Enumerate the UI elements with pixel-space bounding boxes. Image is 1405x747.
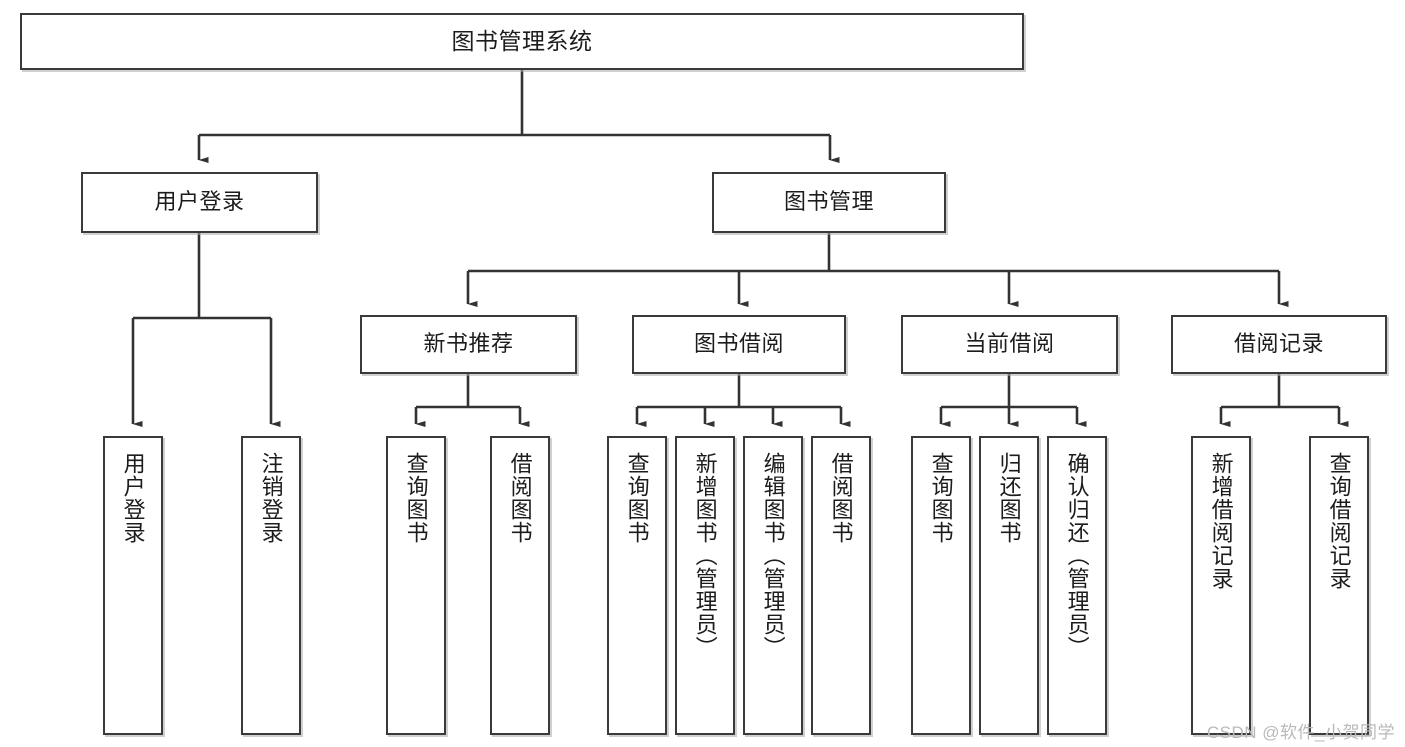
leaf-query-book-3-label: 查询图书 bbox=[928, 452, 954, 544]
node-book-management[interactable]: 图书管理 bbox=[712, 172, 946, 233]
node-new-book-recommend-label: 新书推荐 bbox=[423, 331, 514, 357]
leaf-borrow-book-2[interactable]: 借阅图书 bbox=[811, 436, 871, 735]
leaf-query-record[interactable]: 查询借阅记录 bbox=[1309, 436, 1369, 735]
leaf-borrow-book-1[interactable]: 借阅图书 bbox=[490, 436, 550, 735]
leaf-user-login-label: 用户登录 bbox=[120, 452, 146, 544]
watermark: CSDN @软件_小贺同学 bbox=[1206, 723, 1395, 742]
node-current-borrow-label: 当前借阅 bbox=[964, 331, 1055, 357]
leaf-add-record-label: 新增借阅记录 bbox=[1208, 452, 1234, 590]
leaf-add-book-label: 新增图书（管理员） bbox=[692, 452, 718, 659]
node-borrow-record[interactable]: 借阅记录 bbox=[1171, 315, 1387, 374]
leaf-borrow-book-2-label: 借阅图书 bbox=[828, 452, 854, 544]
node-new-book-recommend[interactable]: 新书推荐 bbox=[360, 315, 577, 374]
node-book-management-label: 图书管理 bbox=[783, 189, 874, 215]
node-book-borrow-label: 图书借阅 bbox=[693, 331, 784, 357]
leaf-add-record[interactable]: 新增借阅记录 bbox=[1191, 436, 1251, 735]
leaf-query-book-2[interactable]: 查询图书 bbox=[607, 436, 667, 735]
leaf-user-login[interactable]: 用户登录 bbox=[103, 436, 163, 735]
leaf-confirm-return[interactable]: 确认归还（管理员） bbox=[1047, 436, 1107, 735]
node-user-login[interactable]: 用户登录 bbox=[81, 172, 318, 233]
node-borrow-record-label: 借阅记录 bbox=[1233, 331, 1324, 357]
leaf-return-book[interactable]: 归还图书 bbox=[979, 436, 1039, 735]
leaf-query-book-2-label: 查询图书 bbox=[624, 452, 650, 544]
leaf-edit-book-label: 编辑图书（管理员） bbox=[760, 452, 786, 659]
leaf-query-record-label: 查询借阅记录 bbox=[1326, 452, 1352, 590]
node-current-borrow[interactable]: 当前借阅 bbox=[901, 315, 1118, 374]
leaf-confirm-return-label: 确认归还（管理员） bbox=[1064, 452, 1090, 659]
leaf-user-logout[interactable]: 注销登录 bbox=[241, 436, 301, 735]
leaf-return-book-label: 归还图书 bbox=[996, 452, 1022, 544]
node-root-label: 图书管理系统 bbox=[451, 27, 593, 54]
node-user-login-label: 用户登录 bbox=[154, 189, 245, 215]
node-root[interactable]: 图书管理系统 bbox=[20, 13, 1024, 70]
leaf-edit-book[interactable]: 编辑图书（管理员） bbox=[743, 436, 803, 735]
leaf-query-book-3[interactable]: 查询图书 bbox=[911, 436, 971, 735]
node-book-borrow[interactable]: 图书借阅 bbox=[632, 315, 846, 374]
leaf-add-book[interactable]: 新增图书（管理员） bbox=[675, 436, 735, 735]
leaf-query-book-1[interactable]: 查询图书 bbox=[386, 436, 446, 735]
leaf-query-book-1-label: 查询图书 bbox=[403, 452, 429, 544]
leaf-borrow-book-1-label: 借阅图书 bbox=[507, 452, 533, 544]
leaf-user-logout-label: 注销登录 bbox=[258, 452, 284, 544]
